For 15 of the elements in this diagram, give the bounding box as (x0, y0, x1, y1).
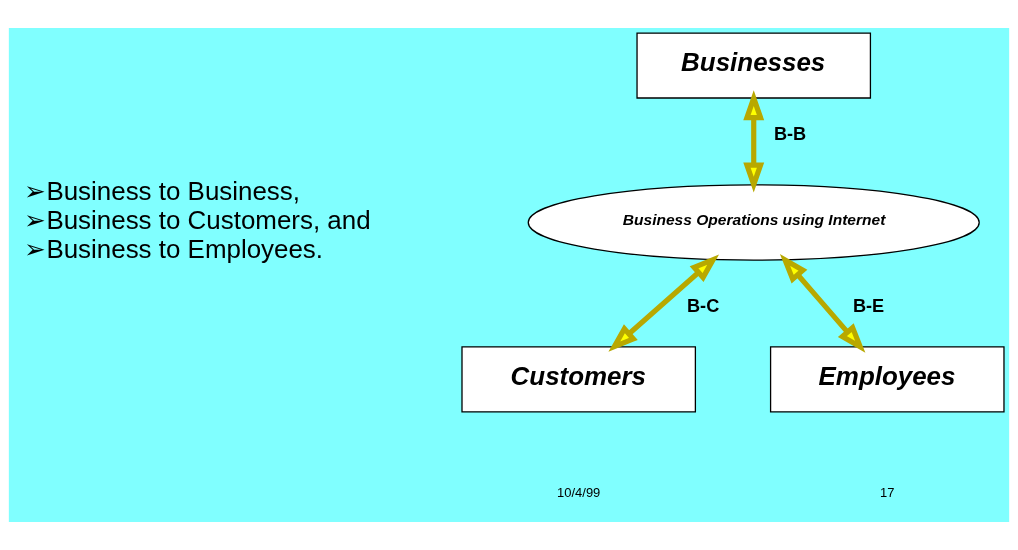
arrow (779, 254, 866, 353)
node-box: Employees (769, 346, 1005, 413)
label: ➢Business to Business, (24, 177, 300, 206)
edge-label: B-B (773, 123, 807, 144)
label: 10/4/99 (557, 484, 601, 500)
node-box: Customers (461, 346, 697, 413)
arrow (743, 90, 765, 193)
node-ellipse: Business Operations using Internet (527, 184, 980, 261)
node-box: Businesses (636, 32, 872, 99)
label: 17 (880, 484, 895, 500)
edge-label: B-C (687, 296, 720, 317)
label: ➢Business to Customers, and (24, 205, 371, 234)
label: ➢Business to Employees. (24, 234, 324, 263)
edge-label: B-E (852, 296, 885, 317)
arrow (608, 254, 719, 352)
